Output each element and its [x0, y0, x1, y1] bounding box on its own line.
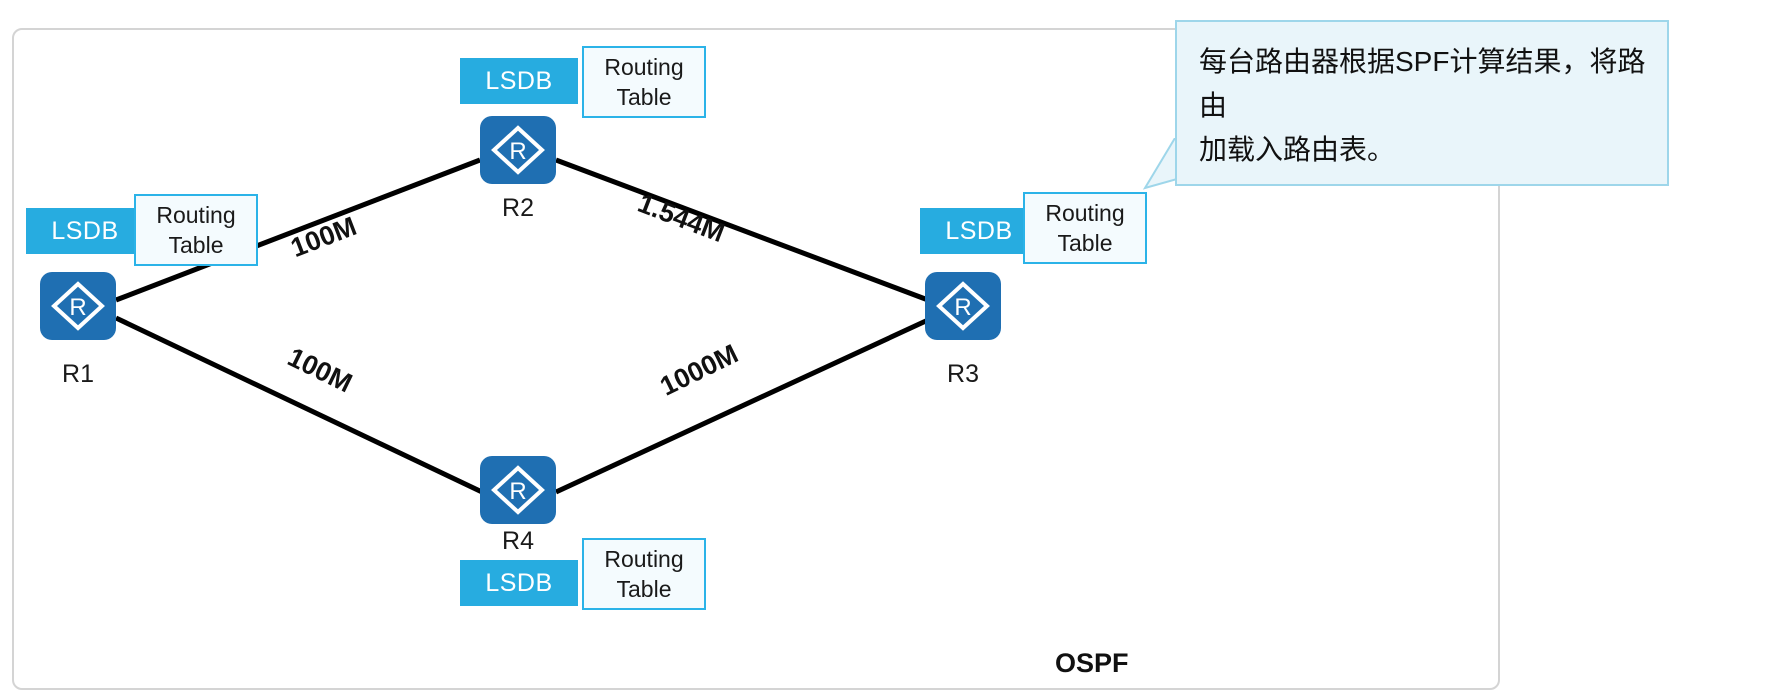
lsdb-label: LSDB [51, 216, 119, 245]
router-node-r4[interactable]: R [480, 456, 556, 524]
svg-text:R: R [954, 294, 971, 321]
lsdb-badge-r3: LSDB [920, 208, 1038, 254]
router-label-r4: R4 [502, 527, 534, 555]
router-label-r1: R1 [62, 360, 94, 388]
svg-text:R: R [509, 138, 526, 165]
lsdb-badge-r1: LSDB [26, 208, 144, 254]
callout-box: 每台路由器根据SPF计算结果，将路由 加载入路由表。 [1175, 20, 1669, 186]
router-node-r3[interactable]: R [925, 272, 1001, 340]
router-node-r1[interactable]: R [40, 272, 116, 340]
callout-line-1: 每台路由器根据SPF计算结果，将路由 [1199, 46, 1646, 121]
callout-line-2: 加载入路由表。 [1199, 134, 1396, 165]
lsdb-label: LSDB [945, 216, 1013, 245]
router-node-r2[interactable]: R [480, 116, 556, 184]
lsdb-badge-r2: LSDB [460, 58, 578, 104]
router-label-r2: R2 [502, 194, 534, 222]
router-icon: R [491, 125, 545, 175]
router-icon: R [491, 465, 545, 515]
ospf-domain-label: OSPF [1055, 648, 1129, 678]
lsdb-badge-r4: LSDB [460, 560, 578, 606]
svg-text:R: R [509, 478, 526, 505]
router-icon: R [51, 281, 105, 331]
router-label-r3: R3 [947, 360, 979, 388]
svg-text:R: R [69, 294, 86, 321]
ospf-domain-frame [12, 28, 1500, 690]
router-icon: R [936, 281, 990, 331]
lsdb-label: LSDB [485, 66, 553, 95]
lsdb-label: LSDB [485, 568, 553, 597]
